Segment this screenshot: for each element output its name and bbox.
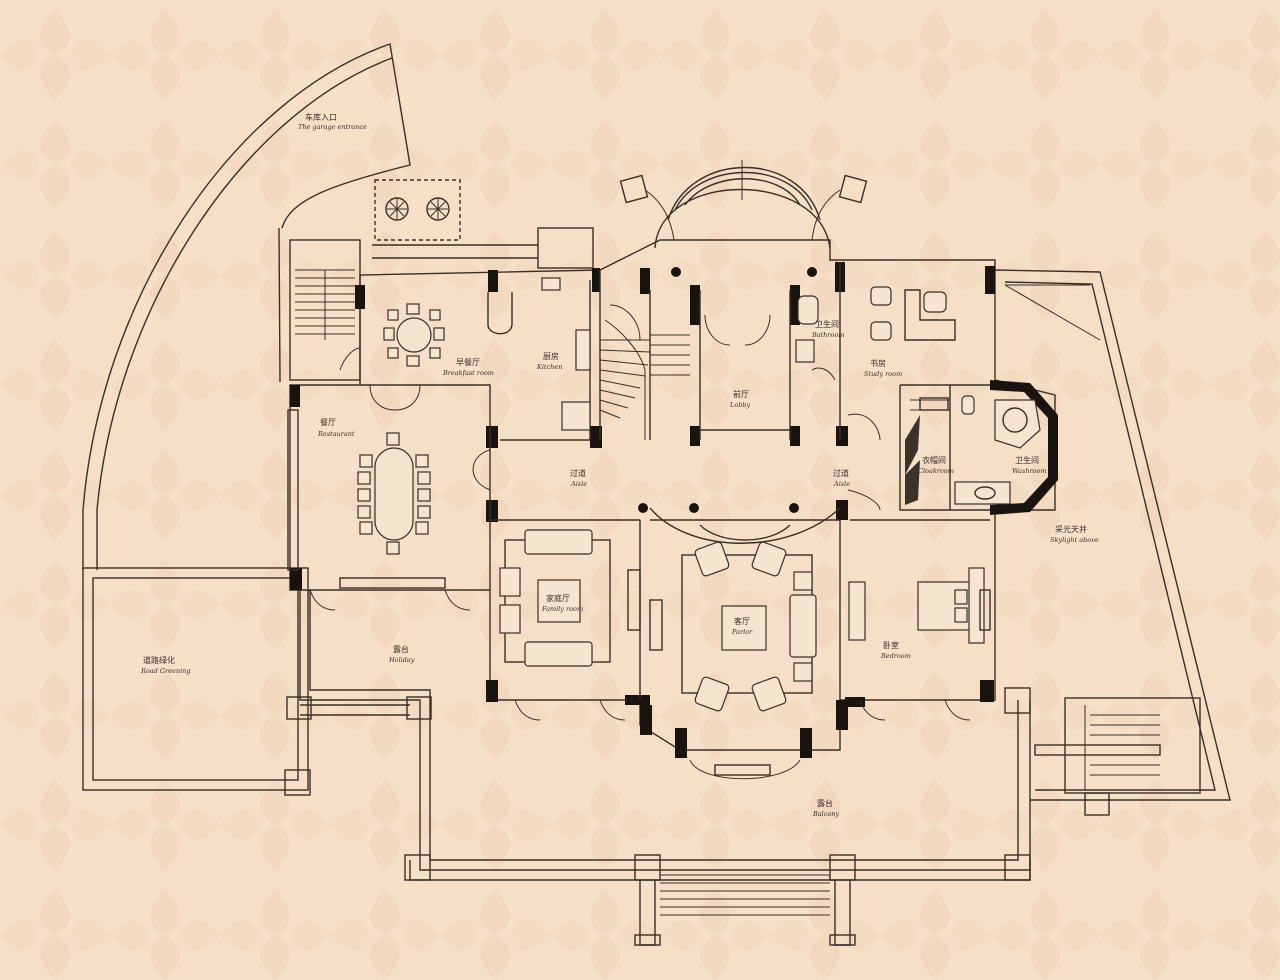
balcony bbox=[284, 590, 1031, 946]
bedroom-furniture bbox=[848, 567, 991, 644]
label-family-en: Family room bbox=[541, 605, 583, 613]
room-labels: 车库入口 The garage entrance 早餐厅 Breakfast r… bbox=[140, 112, 1099, 818]
label-parlor-en: Parlor bbox=[731, 628, 753, 636]
washroom-fixtures bbox=[905, 395, 1041, 505]
label-holiday-zh: 露台 bbox=[393, 644, 409, 654]
label-kitchen-en: Kitchen bbox=[536, 363, 562, 371]
label-road-en: Road Greening bbox=[140, 667, 191, 675]
label-family-zh: 家庭厅 bbox=[546, 593, 570, 603]
family-room-furniture bbox=[499, 529, 641, 667]
label-skylight-zh: 采光天井 bbox=[1055, 524, 1087, 534]
label-aisle1-en: Aisle bbox=[570, 480, 587, 488]
label-kitchen-zh: 厨房 bbox=[543, 351, 559, 361]
label-road-zh: 道路绿化 bbox=[143, 655, 175, 665]
label-bedroom-zh: 卧室 bbox=[883, 640, 899, 650]
label-parlor-zh: 客厅 bbox=[734, 616, 750, 626]
driveway bbox=[82, 43, 411, 570]
kitchen-fixtures bbox=[487, 277, 591, 431]
breakfast-table bbox=[383, 303, 445, 367]
road-greening-area bbox=[82, 567, 309, 791]
label-balcony-zh: 露台 bbox=[817, 798, 833, 808]
label-study-zh: 书房 bbox=[870, 358, 886, 368]
label-study-en: Study room bbox=[864, 370, 902, 378]
study-furniture bbox=[870, 286, 956, 341]
label-restaurant-en: Restaurant bbox=[317, 430, 355, 438]
parlor-furniture bbox=[649, 541, 817, 712]
label-washroom-en: Washroom bbox=[1012, 467, 1047, 475]
entrance-bay bbox=[619, 160, 868, 277]
doors bbox=[309, 314, 971, 780]
label-washroom-zh: 卫生间 bbox=[1015, 455, 1039, 465]
label-bathroom1-zh: 卫生间 bbox=[815, 319, 839, 329]
label-restaurant-zh: 餐厅 bbox=[320, 418, 336, 427]
label-cloak-en: Cloakroom bbox=[918, 467, 954, 475]
label-bedroom-en: Bedroom bbox=[880, 652, 911, 660]
label-balcony-en: Balcony bbox=[812, 810, 839, 818]
label-skylight-en: Skylight above bbox=[1050, 536, 1099, 544]
label-holiday-en: Holiday bbox=[388, 656, 415, 664]
label-aisle2-en: Aisle bbox=[833, 480, 850, 488]
label-dining-zh: 早餐厅 bbox=[456, 358, 480, 367]
bathroom-fixtures bbox=[795, 295, 836, 381]
label-bathroom1-en: Bathroom bbox=[811, 331, 845, 339]
label-cloak-zh: 衣帽间 bbox=[922, 455, 946, 465]
stair-left bbox=[295, 269, 355, 340]
skylight-terrace bbox=[994, 269, 1231, 816]
dining-table bbox=[287, 409, 446, 589]
stair-center bbox=[599, 304, 690, 440]
label-garage-zh: 车库入口 bbox=[305, 112, 337, 122]
label-aisle1-zh: 过道 bbox=[570, 468, 586, 478]
label-lobby-en: Lobby bbox=[729, 401, 751, 409]
label-dining-en: Breakfast room bbox=[442, 369, 494, 377]
label-lobby-zh: 前厅 bbox=[733, 389, 749, 399]
exterior-walls bbox=[289, 239, 1058, 758]
label-aisle2-zh: 过道 bbox=[833, 468, 849, 478]
label-garage-en: The garage entrance bbox=[298, 123, 367, 131]
